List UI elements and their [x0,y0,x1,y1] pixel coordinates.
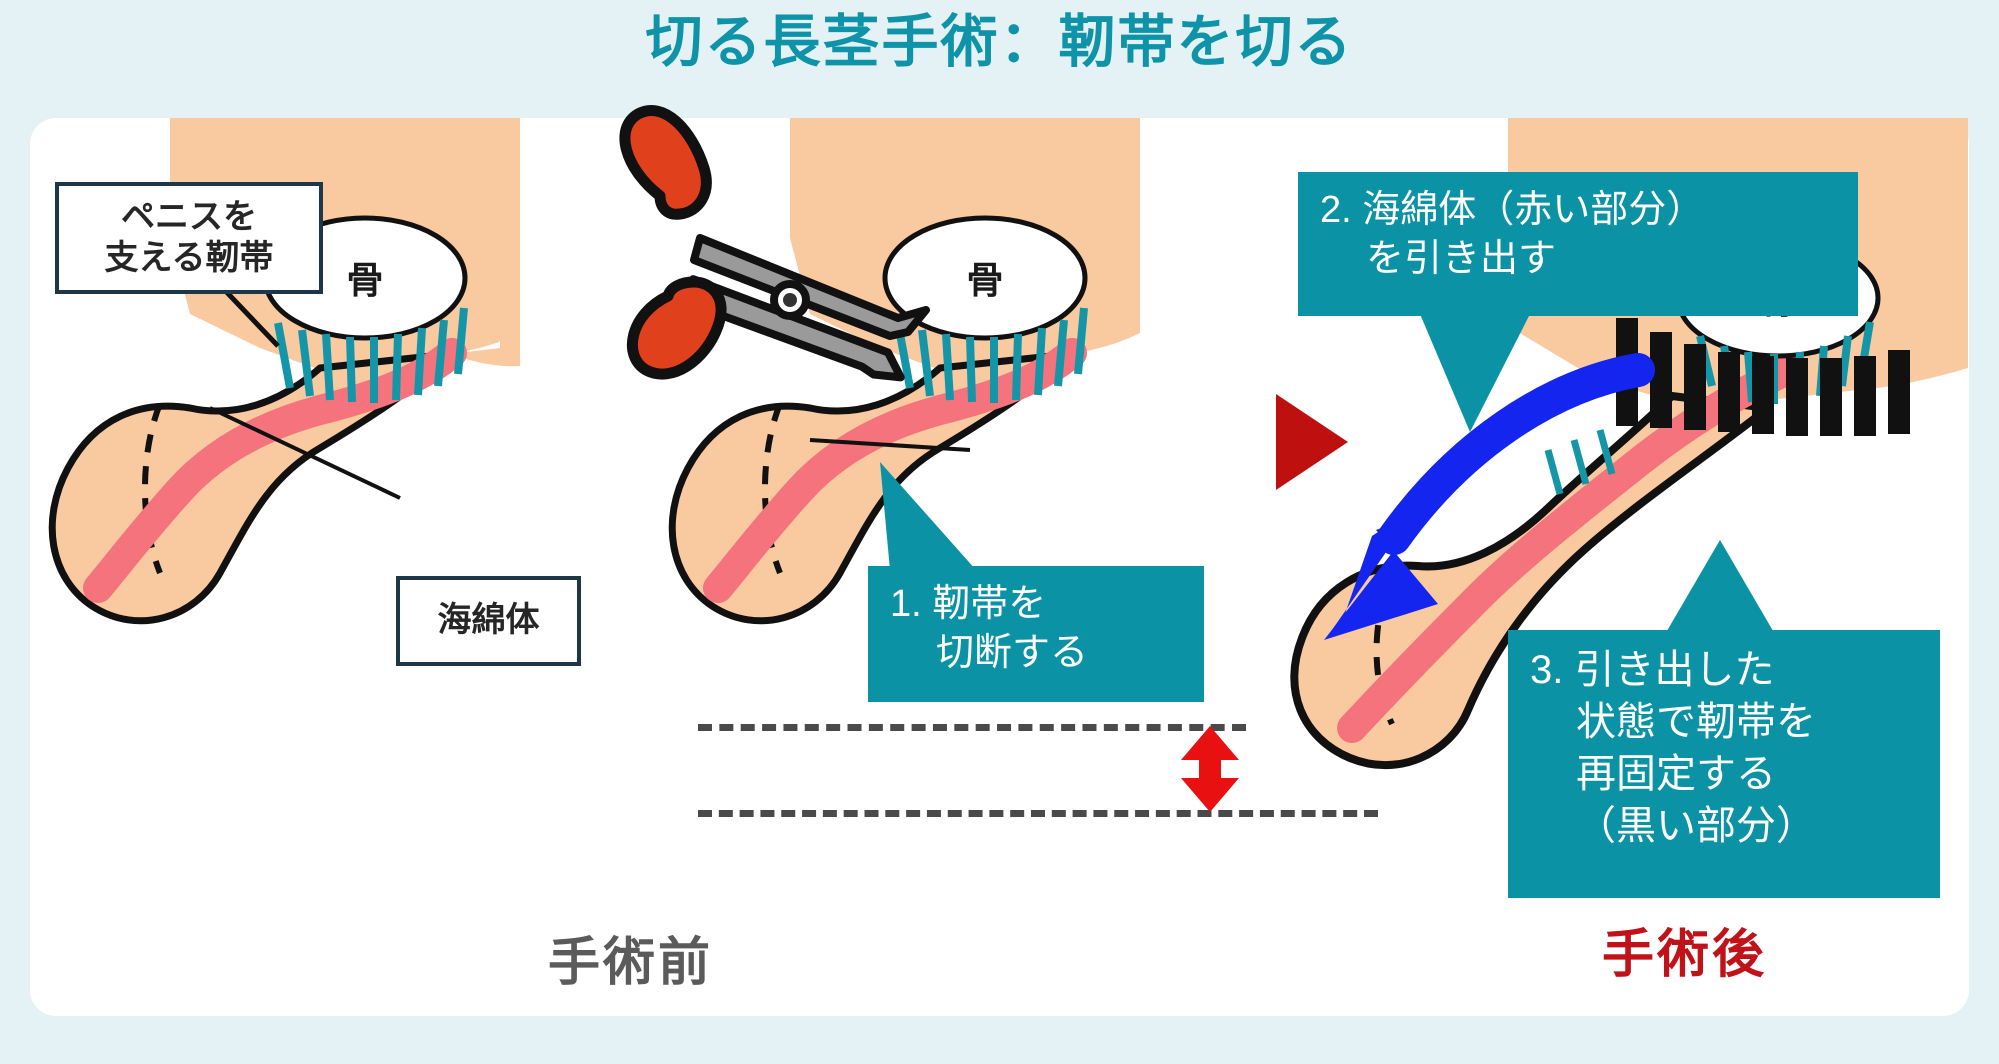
callout-step-3-line-3: 再固定する [1576,752,1776,796]
label-ligament-line2: 支える靭帯 [104,239,274,277]
callout-step-3-tail [1664,540,1776,636]
refixed-ligament-bars [1616,318,1910,436]
pubic-bone [882,215,1088,341]
glans-dashed-line [142,402,163,575]
page-title: 切る長茎手術：靭帯を切る [645,10,1354,74]
length-gain-double-arrow-icon [1181,726,1239,812]
scissors-blade-upper [690,234,930,340]
callout-step-2-tail [1420,314,1530,432]
scissors-handle-lower [626,276,727,380]
label-corpus-text: 海綿体 [437,601,540,640]
ligament-cut-stubs [1544,429,1616,495]
scissors-pivot-dot [783,293,797,307]
label-corpus: 海綿体 [396,576,581,666]
curved-pull-arrow-icon [1324,353,1655,640]
glans-dashed-line [762,402,783,575]
torso-right-edge [450,118,520,367]
play-triangle-icon [1276,394,1348,490]
callout-step-1-tail [880,462,976,570]
ligament-fibers [894,307,1088,403]
dashed-line-upper [698,724,1246,731]
callout-step-1-line-2: 切断する [936,631,1089,674]
dashed-line-lower [698,810,1378,817]
callout-step-2-line-2: を引き出す [1366,237,1557,280]
bone-label: 骨 [347,260,384,301]
callout-step-3-line-1: 3. 引き出した [1530,648,1775,692]
callout-step-1-line-1: 1. 靭帯を [890,583,1047,625]
callout-step-3-line-2: 状態で靭帯を [1576,700,1816,744]
callout-step-2-line-1: 2. 海綿体（赤い部分） [1320,189,1705,231]
scissors-icon [619,105,930,382]
callout-step-1: 1. 靭帯を 切断する [868,566,1204,702]
ligament-fibers [274,307,468,403]
panel-cutting-illustration: 骨 [619,105,1140,625]
scissors-handle-upper [619,105,712,220]
label-ligament: ペニスを 支える靭帯 [55,182,323,294]
callout-step-3-line-4: （黒い部分） [1576,804,1816,848]
penis-shaft [48,350,454,625]
callout-step-2: 2. 海綿体（赤い部分） を引き出す [1298,172,1858,316]
label-ligament-line1: ペニスを [120,197,257,236]
corpus-leader-line [809,438,971,452]
caption-before: 手術前 [548,934,714,992]
corpus-leader-line [209,406,401,500]
panel-before-illustration: 骨 [48,118,520,625]
caption-after: 手術後 [1602,926,1768,984]
bone-label: 骨 [967,260,1004,301]
callout-step-3: 3. 引き出した 状態で靭帯を 再固定する （黒い部分） [1508,630,1940,898]
